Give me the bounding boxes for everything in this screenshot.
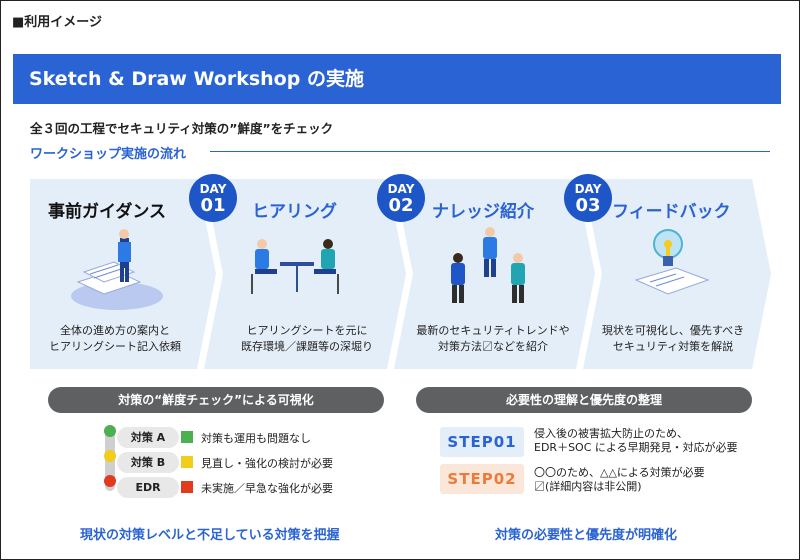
level-text: 見直し・強化の検討が必要 — [201, 457, 333, 470]
step-desc-line: セキュリティ対策を解説 — [612, 340, 734, 353]
status-square-red — [181, 481, 193, 493]
level-label: 対策 B — [117, 452, 179, 473]
priority-pill: 必要性の理解と優先度の整理 — [416, 387, 752, 413]
step-desc-feedback: 現状を可視化し、優先すべき セキュリティ対策を解説 — [588, 323, 758, 355]
level-label: EDR — [117, 477, 179, 498]
step-desc-line: 現状を可視化し、優先すべき — [601, 324, 745, 337]
day-badge-number: 03 — [575, 195, 601, 216]
step-title-knowledge: ナレッジ紹介 — [432, 202, 534, 222]
step-desc-line: 対策方法〼などを紹介 — [438, 340, 548, 353]
lightbulb-illustration-icon — [634, 229, 710, 295]
day-badge-number: 02 — [388, 195, 414, 216]
step-desc-line: 全体の進め方の案内と — [60, 324, 170, 337]
step-desc-hearing: ヒアリングシートを元に 既存環境／課題等の深堀り — [222, 323, 392, 355]
step-title-hearing: ヒアリング — [252, 202, 337, 222]
step-desc-line: ヒアリングシートを元に — [246, 324, 368, 337]
step-text-line: 侵入後の被害拡大防止のため、 — [534, 427, 688, 440]
step-text-line: EDR＋SOC による早期発見・対応が必要 — [534, 441, 738, 454]
guidance-illustration-icon — [71, 229, 163, 310]
step-01-badge: STEP01 — [440, 427, 524, 457]
step-title-guidance: 事前ガイダンス — [48, 202, 166, 222]
step-text-line: 〇〇のため、△△による対策が必要 — [534, 466, 705, 479]
step-desc-line: 最新のセキュリティトレンドや — [416, 324, 570, 337]
level-label: 対策 A — [117, 427, 179, 448]
status-square-green — [181, 431, 193, 443]
day-badge-03: DAY 03 — [564, 174, 612, 222]
step-desc-knowledge: 最新のセキュリティトレンドや 対策方法〼などを紹介 — [408, 323, 578, 355]
step-01-text: 侵入後の被害拡大防止のため、 EDR＋SOC による早期発見・対応が必要 — [534, 427, 738, 455]
day-badge-01: DAY 01 — [189, 174, 237, 222]
hearing-illustration-icon — [251, 239, 339, 294]
freshness-check-pill: 対策の“鮮度チェック”による可視化 — [48, 387, 384, 413]
status-square-yellow — [181, 456, 193, 468]
level-text: 未実施／早急な強化が必要 — [201, 482, 333, 495]
page-label: ■利用イメージ — [12, 15, 103, 30]
level-row-a: 対策 A 対策も運用も問題なし — [95, 425, 395, 448]
step-desc-guidance: 全体の進め方の案内と ヒアリングシート記入依頼 — [30, 323, 200, 355]
step-text-line: 〼(詳細内容は非公開) — [534, 480, 642, 493]
level-text: 対策も運用も問題なし — [201, 432, 311, 445]
flow-title: ワークショップ実施の流れ — [30, 147, 187, 162]
flow-title-rule — [210, 151, 770, 152]
step-02-badge: STEP02 — [440, 464, 524, 494]
knowledge-illustration-icon — [451, 227, 525, 303]
status-dot-yellow — [104, 450, 116, 462]
step-desc-line: 既存環境／課題等の深堀り — [241, 340, 373, 353]
step-02-text: 〇〇のため、△△による対策が必要 〼(詳細内容は非公開) — [534, 466, 705, 494]
day-badge-02: DAY 02 — [377, 174, 425, 222]
day-badge-label: DAY — [574, 182, 602, 196]
step-desc-line: ヒアリングシート記入依頼 — [49, 340, 181, 353]
status-dot-green — [104, 425, 116, 437]
right-caption: 対策の必要性と優先度が明確化 — [495, 528, 678, 543]
level-row-edr: EDR 未実施／早急な強化が必要 — [95, 475, 395, 498]
banner-title: Sketch & Draw Workshop の実施 — [13, 54, 781, 104]
status-dot-red — [104, 475, 116, 487]
subtitle: 全３回の工程でセキュリティ対策の”鮮度”をチェック — [30, 121, 334, 136]
day-badge-number: 01 — [200, 195, 226, 216]
level-row-b: 対策 B 見直し・強化の検討が必要 — [95, 450, 395, 473]
left-caption: 現状の対策レベルと不足している対策を把握 — [80, 528, 340, 543]
day-badge-label: DAY — [199, 182, 227, 196]
step-title-feedback: フィードバック — [612, 202, 731, 222]
day-badge-label: DAY — [387, 182, 415, 196]
chevron-step-2 — [204, 179, 406, 369]
